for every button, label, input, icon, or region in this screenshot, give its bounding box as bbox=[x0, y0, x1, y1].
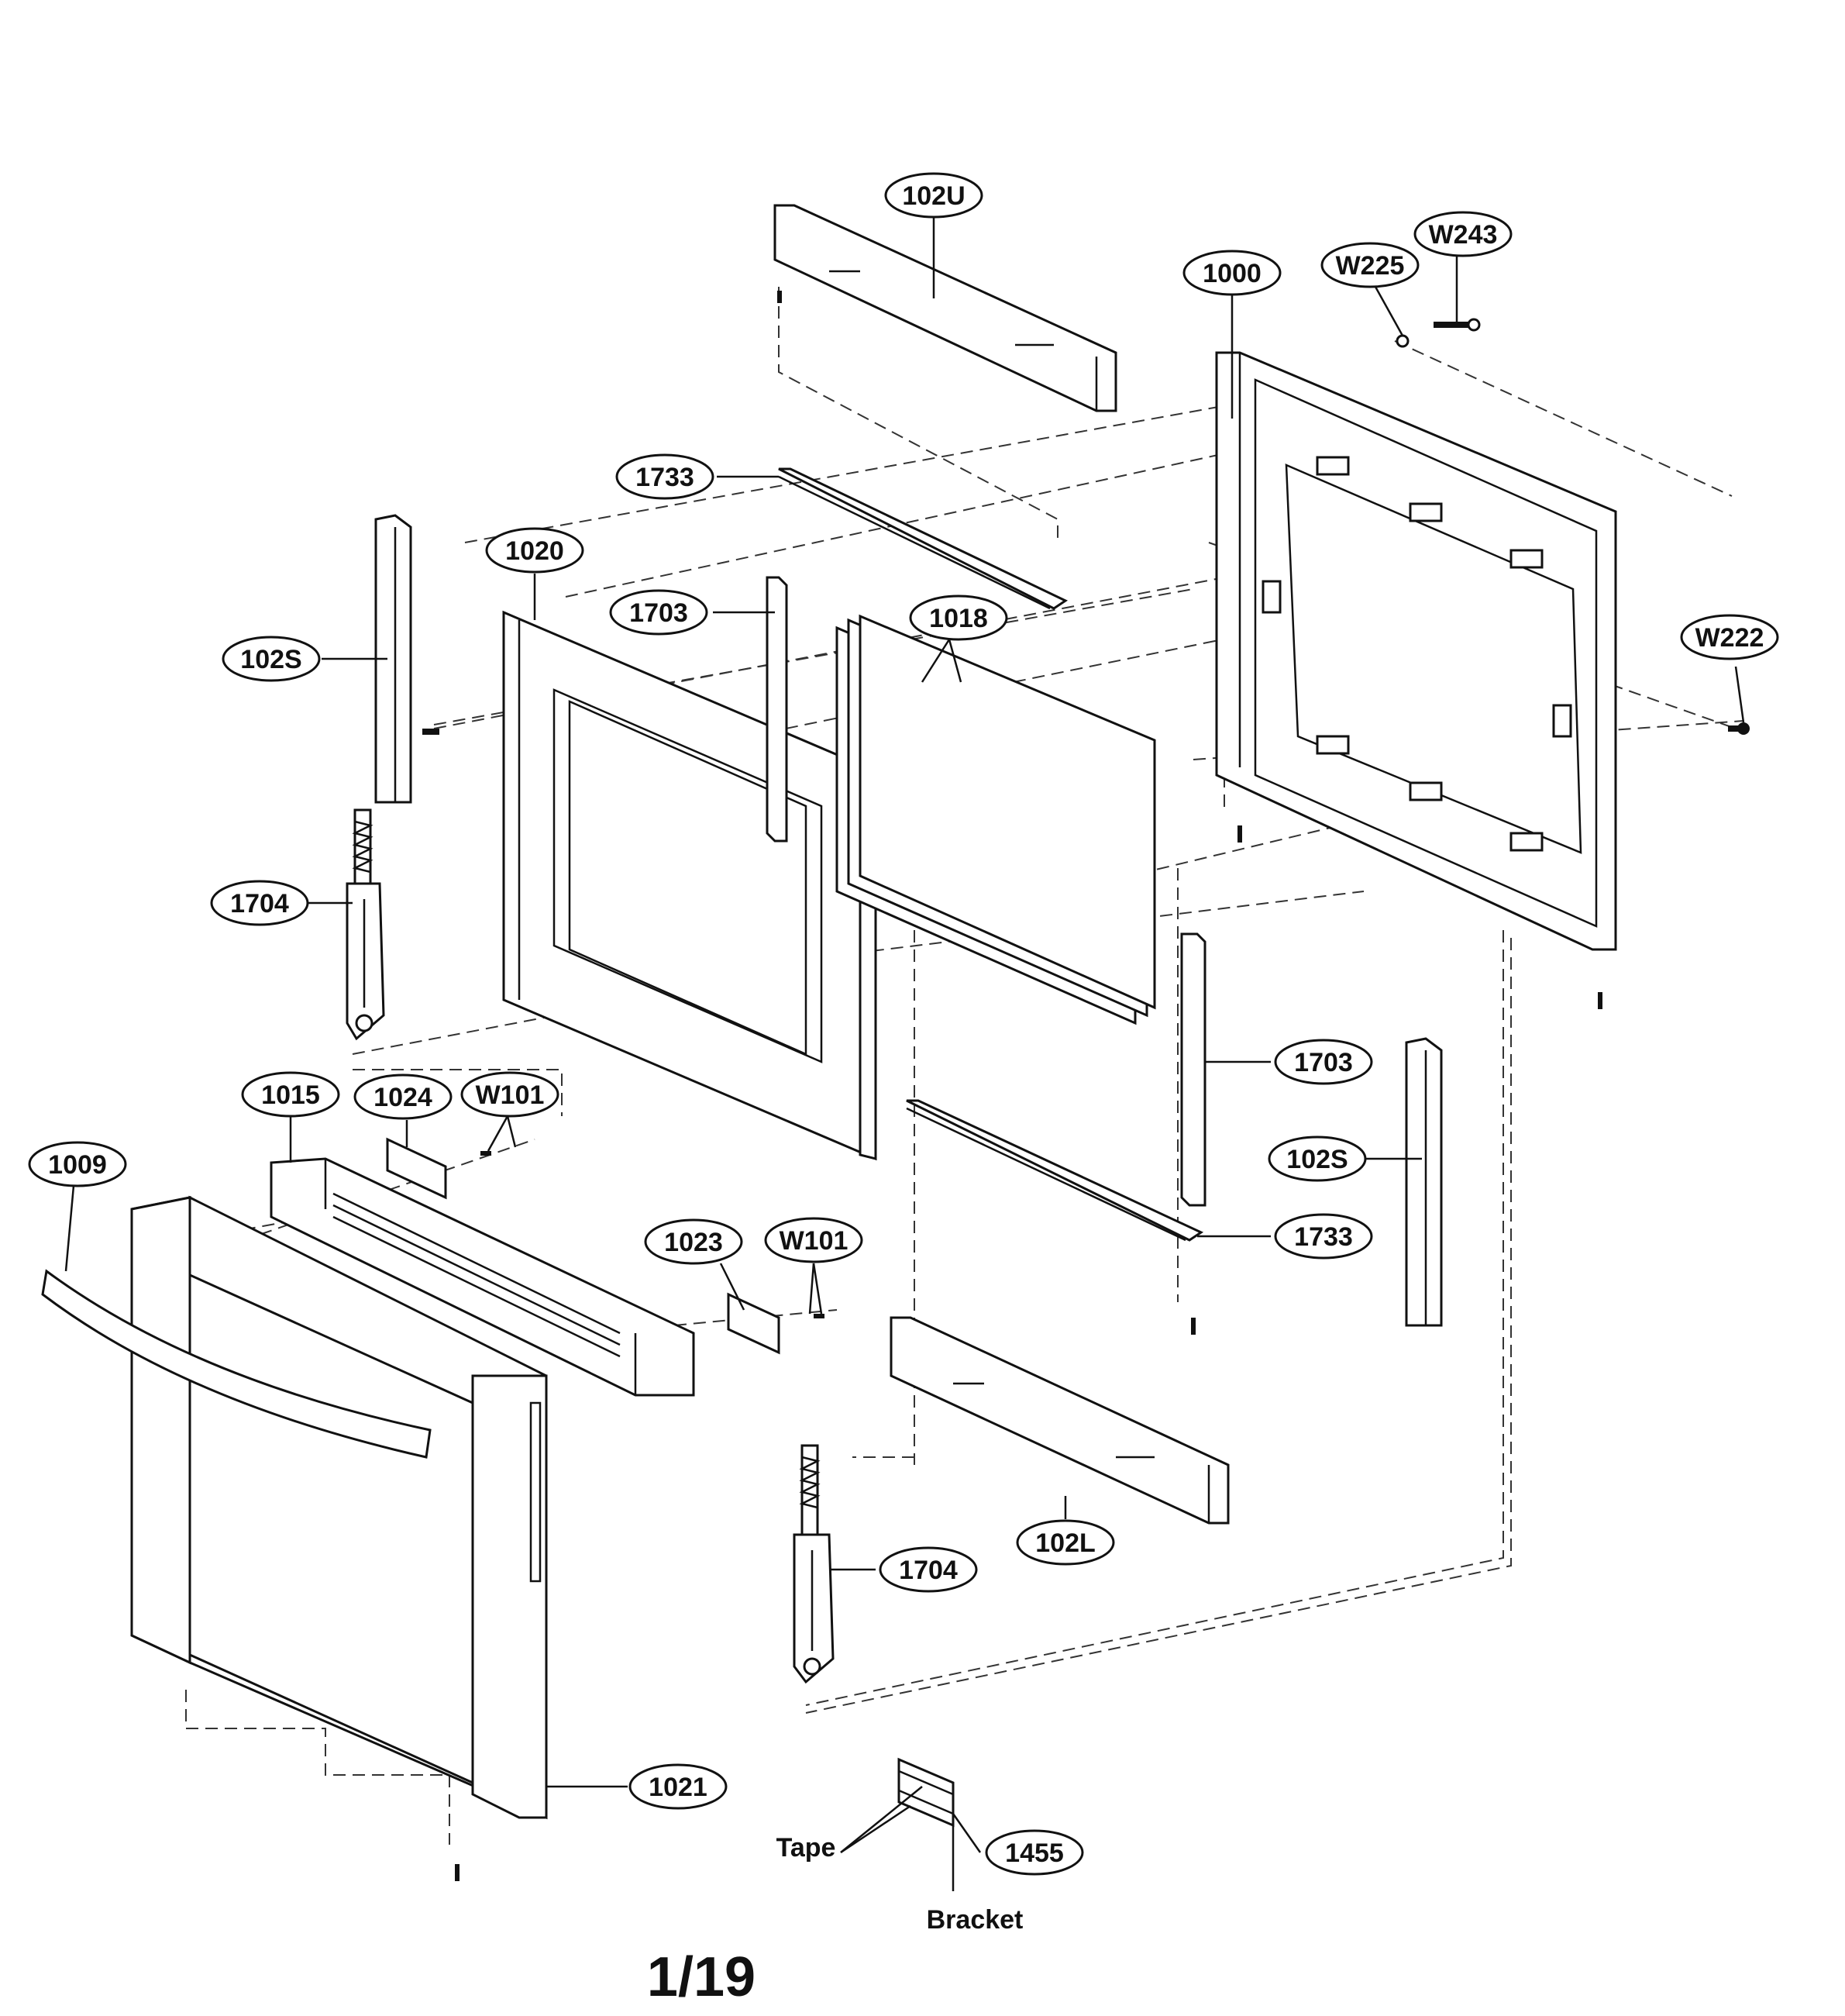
door-frame-1020 bbox=[502, 610, 877, 1161]
hinge-1704-left bbox=[346, 808, 385, 1041]
channel-1733-upper bbox=[778, 467, 1069, 610]
svg-text:1703: 1703 bbox=[1294, 1048, 1353, 1077]
callout-102l: 102L bbox=[1016, 1519, 1115, 1566]
callout-1455: 1455 bbox=[985, 1829, 1084, 1876]
callout-1704-right: 1704 bbox=[879, 1546, 978, 1593]
bottom-trim-102l bbox=[890, 1316, 1230, 1525]
page-number: 1/19 bbox=[647, 1946, 756, 2008]
callout-1704-left: 1704 bbox=[210, 880, 309, 926]
callout-1018: 1018 bbox=[909, 594, 1008, 641]
callout-102u: 102U bbox=[884, 172, 983, 219]
svg-text:1733: 1733 bbox=[1294, 1222, 1353, 1252]
svg-text:1703: 1703 bbox=[629, 598, 688, 628]
callout-1023: 1023 bbox=[644, 1218, 743, 1265]
callout-1024: 1024 bbox=[353, 1073, 453, 1120]
svg-text:1015: 1015 bbox=[261, 1080, 320, 1110]
callout-1733-lower: 1733 bbox=[1274, 1213, 1373, 1260]
svg-text:102S: 102S bbox=[1286, 1145, 1348, 1174]
svg-text:1023: 1023 bbox=[664, 1228, 723, 1257]
channel-1733-lower bbox=[906, 1099, 1204, 1242]
label-tape: Tape bbox=[776, 1833, 836, 1863]
side-trim-102s-left bbox=[374, 514, 412, 804]
bracket-1023 bbox=[727, 1292, 780, 1355]
callout-1733-upper: 1733 bbox=[615, 453, 714, 500]
callout-w225: W225 bbox=[1320, 242, 1420, 288]
callout-1021: 1021 bbox=[628, 1763, 728, 1810]
callout-102s-right: 102S bbox=[1268, 1136, 1367, 1182]
side-trim-102s-right bbox=[1405, 1037, 1443, 1327]
handle-1009 bbox=[41, 1269, 432, 1459]
bracket-1024 bbox=[386, 1137, 447, 1200]
vent-trim-1015 bbox=[270, 1157, 695, 1397]
svg-text:102U: 102U bbox=[902, 181, 965, 211]
screw-w222 bbox=[1728, 722, 1750, 735]
svg-text:1455: 1455 bbox=[1005, 1839, 1064, 1868]
screw-w243 bbox=[1434, 318, 1481, 332]
callout-1703-upper: 1703 bbox=[609, 589, 708, 636]
callout-w222: W222 bbox=[1680, 614, 1779, 660]
callout-1703-lower: 1703 bbox=[1274, 1039, 1373, 1085]
leader-lines bbox=[64, 217, 1745, 1891]
svg-text:1021: 1021 bbox=[649, 1773, 707, 1802]
callout-1020: 1020 bbox=[485, 527, 584, 574]
svg-text:W225: W225 bbox=[1336, 251, 1405, 281]
callout-w101-lower: W101 bbox=[764, 1217, 863, 1263]
top-trim-102u bbox=[773, 204, 1117, 412]
svg-text:102L: 102L bbox=[1035, 1528, 1096, 1558]
svg-text:1704: 1704 bbox=[230, 889, 289, 918]
callout-1009: 1009 bbox=[28, 1141, 127, 1187]
svg-text:102S: 102S bbox=[240, 645, 301, 674]
svg-text:W101: W101 bbox=[780, 1226, 848, 1256]
channel-1703-upper bbox=[766, 576, 788, 843]
svg-text:W101: W101 bbox=[476, 1080, 545, 1110]
svg-text:1009: 1009 bbox=[48, 1150, 107, 1180]
callout-1015: 1015 bbox=[241, 1071, 340, 1118]
callout-w243: W243 bbox=[1413, 211, 1513, 257]
svg-text:1000: 1000 bbox=[1203, 259, 1262, 288]
inner-door-frame-1000 bbox=[1215, 351, 1617, 951]
callout-102s-left: 102S bbox=[222, 636, 321, 682]
channel-1703-lower bbox=[1180, 932, 1206, 1207]
svg-text:1020: 1020 bbox=[505, 536, 564, 566]
callout-1000: 1000 bbox=[1182, 250, 1282, 296]
glass-panels-1018 bbox=[835, 614, 1156, 1025]
fastener-screws bbox=[422, 291, 1602, 1881]
svg-text:W222: W222 bbox=[1695, 623, 1764, 653]
svg-text:1018: 1018 bbox=[929, 604, 988, 633]
svg-text:W243: W243 bbox=[1429, 220, 1498, 250]
svg-text:1704: 1704 bbox=[899, 1556, 958, 1585]
hinge-1704-right bbox=[793, 1444, 835, 1684]
svg-text:1733: 1733 bbox=[635, 463, 694, 492]
label-bracket: Bracket bbox=[927, 1905, 1024, 1935]
callout-w101-upper: W101 bbox=[460, 1071, 559, 1118]
svg-text:1024: 1024 bbox=[373, 1083, 432, 1112]
tape-bracket-1455 bbox=[897, 1757, 955, 1828]
washer-w225 bbox=[1396, 334, 1410, 348]
